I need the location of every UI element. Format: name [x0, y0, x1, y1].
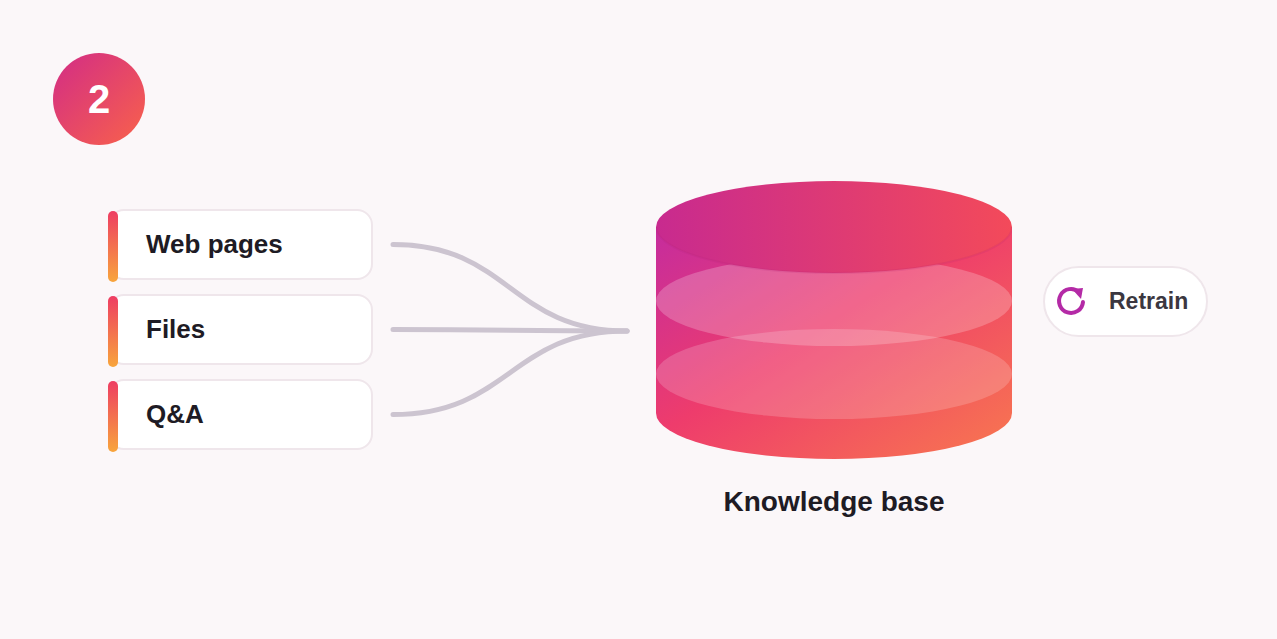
- cylinder-shape: [656, 181, 1012, 461]
- retrain-icon: [1051, 282, 1091, 322]
- accent-bar: [108, 381, 118, 452]
- connector: [393, 331, 627, 415]
- cylinder-label: Knowledge base: [656, 486, 1012, 518]
- source-box: Q&A: [108, 379, 373, 450]
- retrain-button: Retrain: [1043, 266, 1208, 337]
- step-badge: 2: [53, 53, 145, 145]
- connector: [393, 330, 627, 332]
- source-box: Web pages: [108, 209, 373, 280]
- source-box: Files: [108, 294, 373, 365]
- node-label: Retrain: [1109, 288, 1188, 315]
- node-label: Files: [146, 314, 205, 345]
- node-label: 2: [88, 77, 110, 122]
- accent-bar: [108, 296, 118, 367]
- connector: [393, 245, 627, 332]
- accent-bar: [108, 211, 118, 282]
- node-label: Q&A: [146, 399, 204, 430]
- node-label: Web pages: [146, 229, 283, 260]
- knowledge-base-cylinder: Knowledge base: [656, 181, 1012, 526]
